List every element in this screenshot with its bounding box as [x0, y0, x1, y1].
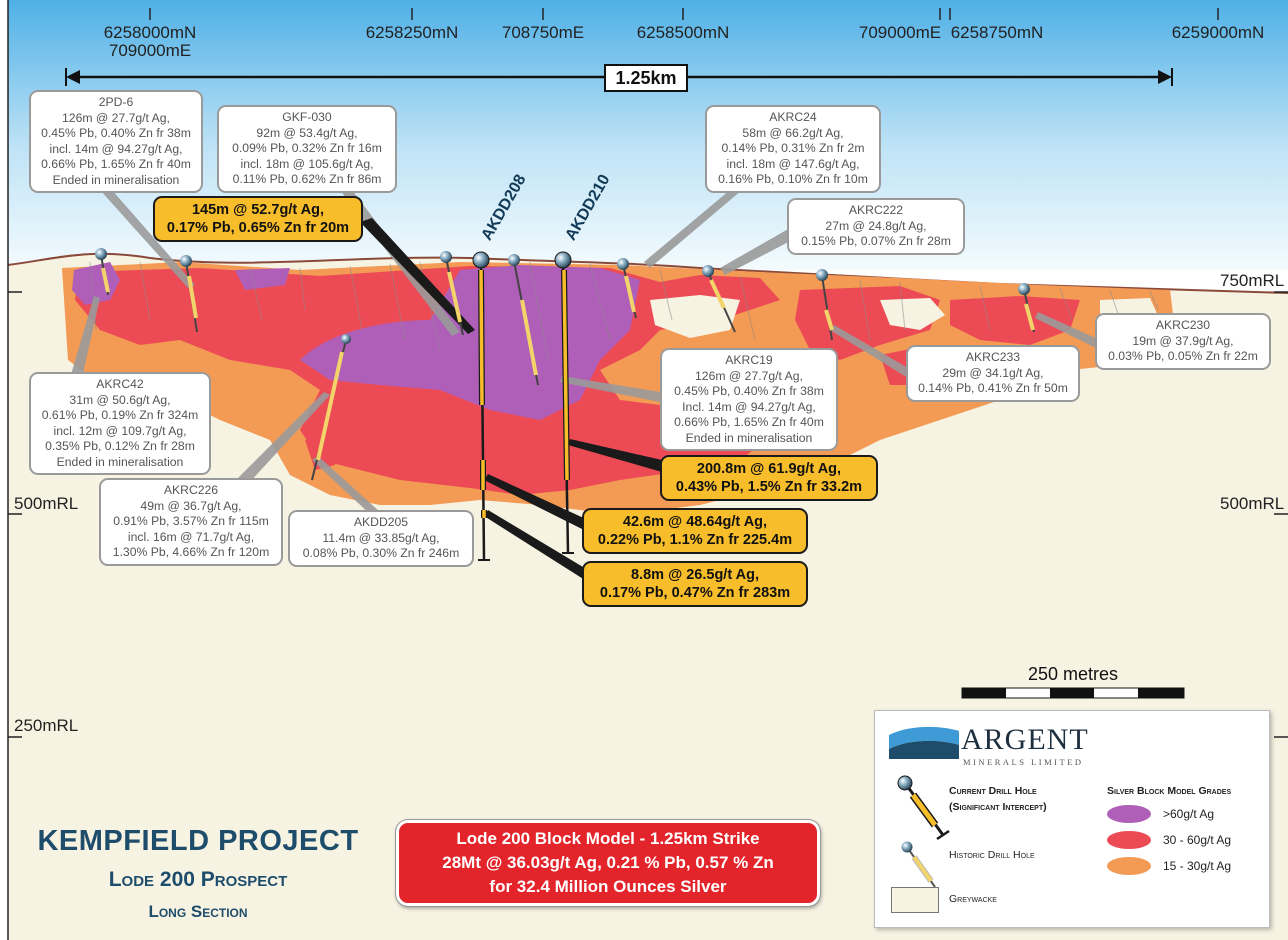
- legend-swatch-high: [1107, 805, 1151, 823]
- legend-label-low: 15 - 30g/t Ag: [1163, 859, 1232, 873]
- rl-500-left-label: 500mRL: [14, 494, 79, 513]
- coord-label-4: 6258500mN: [636, 23, 730, 42]
- current-drill-holes: [472, 251, 574, 561]
- rl-500-right-label: 500mRL: [1220, 494, 1285, 513]
- greywacke-island-1: [650, 295, 740, 338]
- legend-grades-title: Silver Block Model Grades: [1107, 785, 1232, 797]
- scale-bar-graphic: [961, 687, 1185, 699]
- scale-bar-label: 250 metres: [1027, 664, 1119, 684]
- legend-label-high: >60g/t Ag: [1163, 807, 1215, 821]
- logo-subtitle: MINERALS LIMITED: [963, 757, 1084, 767]
- legend-swatch-mid: [1107, 831, 1151, 849]
- current-leaders: [360, 218, 662, 582]
- grade-zone-mid-3: [950, 296, 1080, 345]
- project-title: KEMPFIELD PROJECT: [37, 825, 359, 857]
- callout-akdd210: 200.8m @ 61.9g/t Ag,0.43% Pb, 1.5% Zn fr…: [660, 455, 878, 501]
- greywacke-island-2: [880, 298, 945, 330]
- resource-summary-box: Lode 200 Block Model - 1.25km Strike 28M…: [395, 819, 821, 907]
- coord-label-3: 708750mE: [501, 23, 585, 42]
- legend: ARGENT MINERALS LIMITED Current Drill Ho…: [874, 710, 1270, 928]
- grade-zone-high-3: [235, 268, 290, 290]
- grade-zone-high-1: [300, 265, 640, 420]
- legend-historic-hole-label: Historic Drill Hole: [949, 849, 1035, 861]
- legend-greywacke-swatch: [891, 887, 939, 913]
- rl-750-label: 750mRL: [1220, 271, 1285, 290]
- legend-label-mid: 30 - 60g/t Ag: [1163, 833, 1232, 847]
- prospect-title: Lode 200 Prospect: [108, 868, 288, 891]
- callout-akdd208-top: 145m @ 52.7g/t Ag,0.17% Pb, 0.65% Zn fr …: [153, 196, 363, 242]
- historic-drill-holes: [95, 248, 1035, 481]
- rl-250-label: 250mRL: [14, 716, 79, 735]
- historic-drill-hole-icon: [901, 841, 936, 888]
- legend-current-hole-label: Current Drill Hole: [949, 785, 1037, 797]
- coord-label-7: 6259000mN: [1171, 23, 1265, 42]
- argent-logo-icon: [889, 726, 959, 759]
- legend-greywacke-label: Greywacke: [949, 893, 997, 905]
- legend-swatch-low: [1107, 857, 1151, 875]
- legend-current-hole-sub: (Significant Intercept): [949, 801, 1047, 813]
- strike-label: 1.25km: [604, 64, 688, 92]
- callout-akdd208-lower: 8.8m @ 26.5g/t Ag,0.17% Pb, 0.47% Zn fr …: [582, 561, 808, 607]
- grid-ticks: [149, 8, 1219, 20]
- coord-label-2: 6258250mN: [365, 23, 459, 42]
- coord-label-6: 6258750mN: [950, 23, 1044, 42]
- current-drill-hole-icon: [897, 775, 950, 841]
- logo-name: ARGENT: [961, 723, 1089, 756]
- coord-label-5: 709000mE: [858, 23, 942, 42]
- callout-akdd208-mid: 42.6m @ 48.64g/t Ag,0.22% Pb, 1.1% Zn fr…: [582, 508, 808, 554]
- section-title: Long Section: [148, 902, 248, 921]
